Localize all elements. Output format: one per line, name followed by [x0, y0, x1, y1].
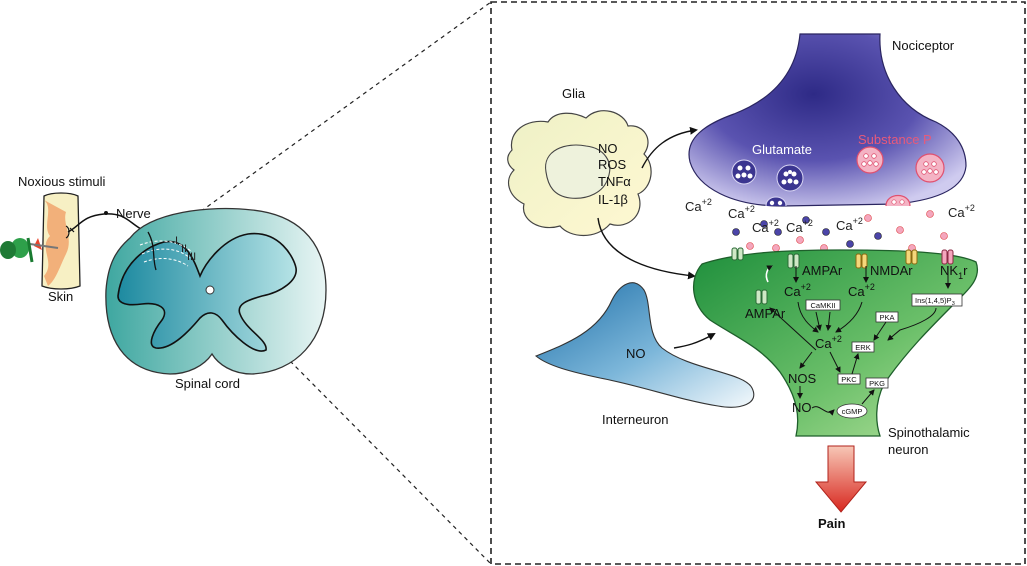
glia-label: Glia — [562, 86, 586, 101]
zoom-box — [490, 1, 1026, 565]
nerve-fiber — [65, 211, 149, 239]
svg-text:Ins(1,4,5)P3: Ins(1,4,5)P3 — [915, 296, 955, 307]
pain-label: Pain — [818, 516, 846, 531]
cgmp-oval: cGMP — [836, 403, 868, 419]
spinal-cord-label: Spinal cord — [175, 376, 240, 391]
skin-label: Skin — [48, 289, 73, 304]
pin-icon — [0, 237, 59, 263]
nociceptor-label: Nociceptor — [892, 38, 955, 53]
nos-label: NOS — [788, 371, 817, 386]
receptor-icon-left — [731, 247, 744, 261]
receptor-icon-right — [905, 249, 918, 265]
glia-mediator-3: IL-1β — [598, 192, 628, 207]
svg-text:ERK: ERK — [855, 343, 870, 352]
ca-label: Ca+2 — [836, 216, 863, 233]
noxious-stimuli-label: Noxious stimuli — [18, 174, 106, 189]
svg-text:PKC: PKC — [841, 375, 857, 384]
glia-mediator-1: ROS — [598, 157, 627, 172]
ca-intracellular-center: Ca+2 — [815, 334, 842, 351]
ca-label: Ca+2 — [685, 197, 712, 214]
skin-block — [41, 192, 81, 290]
ca-label: Ca+2 — [752, 218, 779, 235]
ca-intracellular-left: Ca+2 — [784, 282, 811, 299]
zoom-line-top — [174, 1, 492, 231]
substance-p-label: Substance P — [858, 132, 932, 147]
nk1r-icon — [941, 249, 954, 265]
ca-label: Ca+2 — [728, 204, 755, 221]
svg-text:PKA: PKA — [879, 313, 894, 322]
pka-box: PKA — [875, 311, 899, 323]
glutamate-vesicles — [731, 159, 804, 207]
calcium-labels: Ca+2 Ca+2 Ca+2 Ca+2 Ca+2 Ca+2 — [685, 197, 975, 235]
nk1r-label: NK1r — [940, 263, 968, 281]
zoom-line-bottom — [199, 269, 492, 565]
glia-cell — [507, 110, 652, 237]
glia-to-neuron-arrow — [597, 217, 696, 280]
interneuron-no-label: NO — [626, 346, 646, 361]
lamina-i-label: I — [175, 235, 178, 247]
svg-text:cGMP: cGMP — [842, 407, 863, 416]
interneuron-cell — [534, 282, 755, 408]
spinothalamic-label-line2: neuron — [888, 442, 928, 457]
glia-mediator-0: NO — [598, 141, 618, 156]
camkii-box: CaMKII — [805, 299, 841, 311]
glutamate-label: Glutamate — [752, 142, 812, 157]
synaptic-cleft-molecules — [732, 210, 948, 252]
spinothalamic-label-line1: Spinothalamic — [888, 425, 970, 440]
spinal-cord — [105, 207, 327, 375]
signaling-arrows — [769, 266, 951, 416]
ampar-label: AMPAr — [802, 263, 843, 278]
svg-text:CaMKII: CaMKII — [810, 301, 835, 310]
lamina-ii-label: II — [181, 243, 187, 255]
svg-text:PKG: PKG — [869, 379, 885, 388]
ampar-inserted-icon — [755, 289, 768, 305]
pkg-box: PKG — [865, 377, 889, 389]
ampar-icon — [787, 253, 800, 269]
interneuron-to-neuron-arrow — [673, 333, 716, 349]
erk-box: ERK — [851, 341, 875, 353]
ca-label: Ca+2 — [786, 218, 813, 235]
pkc-box: PKC — [837, 373, 861, 385]
ca-intracellular-right: Ca+2 — [848, 282, 875, 299]
nmdar-icon — [855, 253, 868, 269]
glia-mediator-2: TNFα — [598, 174, 631, 189]
nerve-label: Nerve — [116, 206, 151, 221]
pain-arrow — [814, 445, 868, 513]
substance-p-vesicles — [856, 146, 945, 207]
ins-p3-box: Ins(1,4,5)P3 — [911, 293, 963, 307]
receptor-icons — [731, 247, 954, 305]
glia-to-nociceptor-arrow — [641, 126, 698, 169]
interneuron-label: Interneuron — [602, 412, 669, 427]
lamina-iii-label: III — [187, 251, 196, 263]
ampar-inserted-label: AMPAr — [745, 306, 786, 321]
no-intracellular-label: NO — [792, 400, 812, 415]
nmdar-label: NMDAr — [870, 263, 913, 278]
ca-label: Ca+2 — [948, 203, 975, 220]
